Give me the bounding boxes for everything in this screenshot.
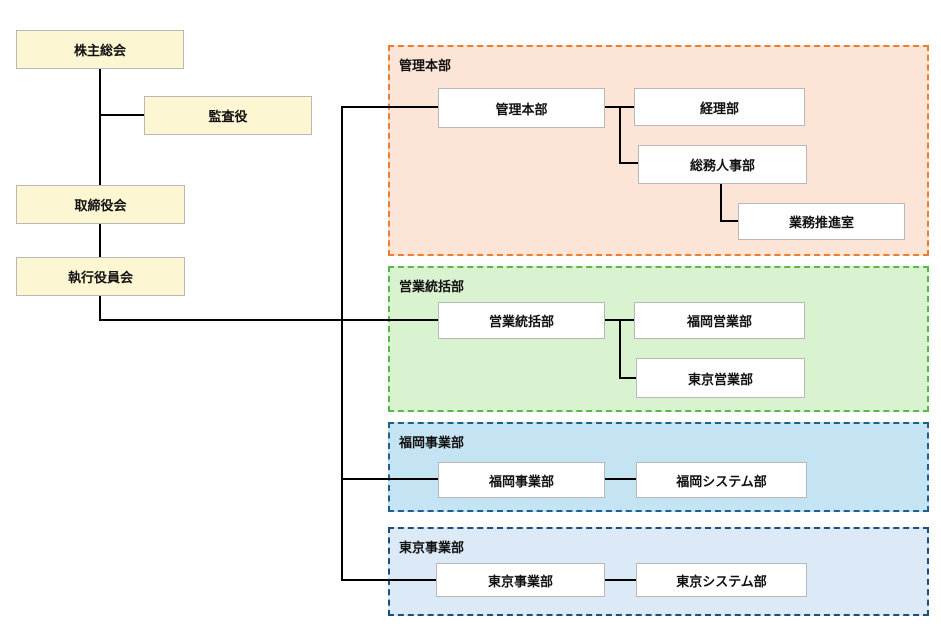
group-title: 福岡事業部 [399, 436, 465, 451]
node-gyomu-suishin: 業務推進室 [738, 203, 905, 240]
node-executive-committee: 執行役員会 [16, 257, 185, 296]
node-shareholders: 株主総会 [16, 30, 184, 69]
group-title: 管理本部 [399, 59, 452, 74]
node-eigyo-head: 営業統括部 [438, 302, 605, 339]
node-keiri: 経理部 [634, 88, 805, 126]
group-title: 営業統括部 [399, 280, 465, 295]
node-board: 取締役会 [16, 185, 185, 224]
node-tokyo-head: 東京事業部 [436, 563, 605, 597]
group-title: 東京事業部 [399, 541, 465, 556]
node-fukuoka-eigyo: 福岡営業部 [634, 302, 805, 339]
node-fukuoka-system: 福岡システム部 [636, 462, 807, 498]
node-tokyo-eigyo: 東京営業部 [636, 358, 805, 398]
node-somu-jinji: 総務人事部 [638, 145, 807, 184]
node-auditor: 監査役 [144, 96, 312, 135]
node-tokyo-system: 東京システム部 [636, 563, 807, 597]
node-fukuoka-head: 福岡事業部 [438, 462, 605, 498]
node-kanri-head: 管理本部 [438, 88, 605, 128]
